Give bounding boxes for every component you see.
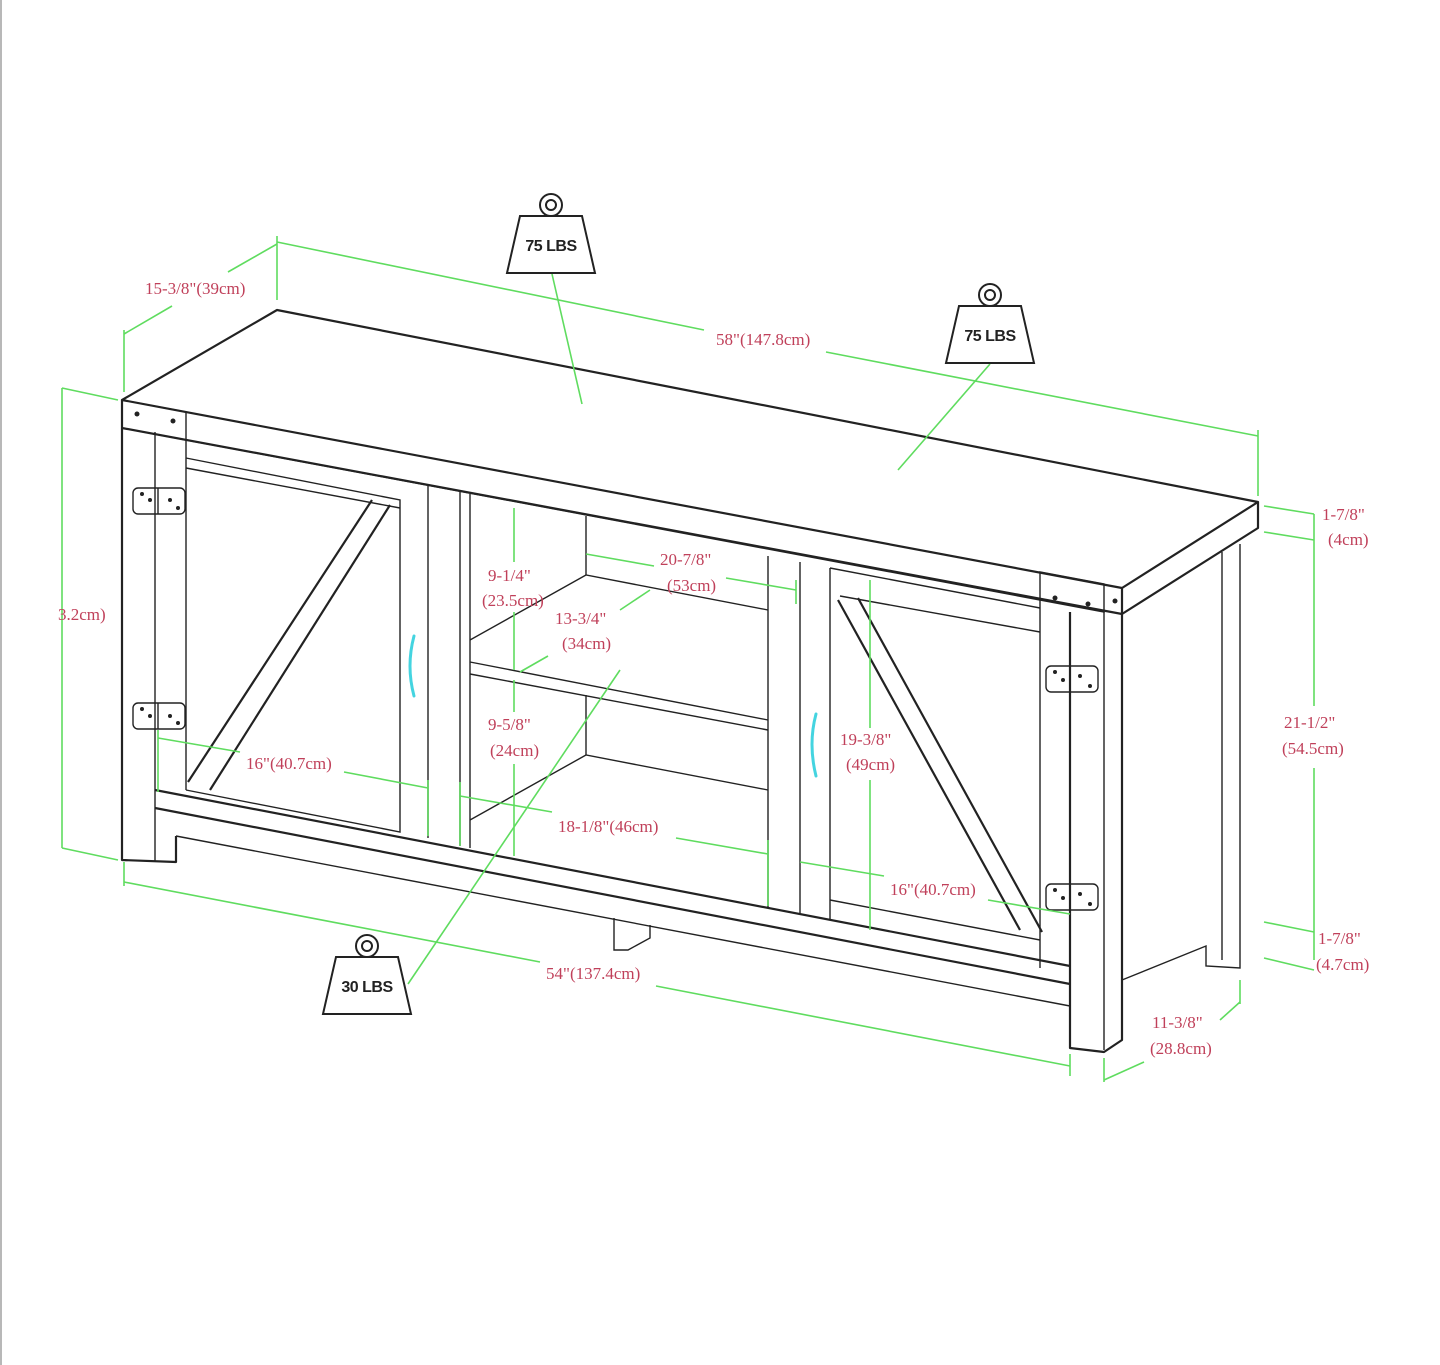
top-surface: [120, 308, 1260, 590]
dimension-labels: 15-3/8"(39cm) 58"(147.8cm) 3.2cm) 1-7/8"…: [58, 279, 1369, 1058]
dim-foot-height-in: 1-7/8": [1318, 929, 1361, 948]
tv-stand-outline: [120, 308, 1260, 1054]
dim-side-height-in: 21-1/2": [1284, 713, 1335, 732]
dim-right-door-height-cm: (49cm): [846, 755, 895, 774]
hinge: [1045, 665, 1099, 693]
dim-lower-opening-in: 9-5/8": [488, 715, 531, 734]
dim-lower-opening-cm: (24cm): [490, 741, 539, 760]
dim-side-height-cm: (54.5cm): [1282, 739, 1344, 758]
weight-label: 75 LBS: [525, 238, 577, 255]
dim-depth-top: 15-3/8"(39cm): [145, 279, 245, 298]
dim-shelf-depth-cm: (34cm): [562, 634, 611, 653]
weight-capacity-top-left: 75 LBS: [505, 193, 597, 274]
door-handle-right: [810, 712, 818, 778]
dim-base-depth-in: 11-3/8": [1152, 1013, 1203, 1032]
hinge: [132, 487, 186, 515]
dim-right-door-height-in: 19-3/8": [840, 730, 891, 749]
weight-label: 75 LBS: [964, 328, 1016, 345]
dim-center-opening-width: 18-1/8"(46cm): [558, 817, 658, 836]
viewer-left-border: [0, 0, 2, 1365]
weight-capacity-top-right: 75 LBS: [944, 283, 1036, 364]
dimension-lines: [61, 236, 1315, 1082]
dim-shelf-width-cm: (53cm): [667, 576, 716, 595]
weight-capacity-shelf: 30 LBS: [321, 934, 413, 1015]
hinge: [132, 702, 186, 730]
hinge: [1045, 883, 1099, 911]
dim-foot-height-cm: (4.7cm): [1316, 955, 1369, 974]
dim-height-overall: 3.2cm): [58, 605, 106, 624]
weight-icon: [321, 956, 413, 1015]
dim-shelf-depth-in: 13-3/4": [555, 609, 606, 628]
dim-top-thickness-cm: (4cm): [1328, 530, 1369, 549]
dim-base-depth-cm: (28.8cm): [1150, 1039, 1212, 1058]
weight-icon: [944, 305, 1036, 364]
dim-top-thickness-in: 1-7/8": [1322, 505, 1365, 524]
dim-upper-opening-cm: (23.5cm): [482, 591, 544, 610]
dim-shelf-width-in: 20-7/8": [660, 550, 711, 569]
door-handle-left: [408, 634, 416, 698]
dim-left-door-width: 16"(40.7cm): [246, 754, 332, 773]
dim-upper-opening-in: 9-1/4": [488, 566, 531, 585]
dim-base-width: 54"(137.4cm): [546, 964, 640, 983]
dim-right-door-width: 16"(40.7cm): [890, 880, 976, 899]
weight-label: 30 LBS: [341, 979, 393, 996]
weight-icon: [505, 215, 597, 274]
dim-width-top: 58"(147.8cm): [716, 330, 810, 349]
